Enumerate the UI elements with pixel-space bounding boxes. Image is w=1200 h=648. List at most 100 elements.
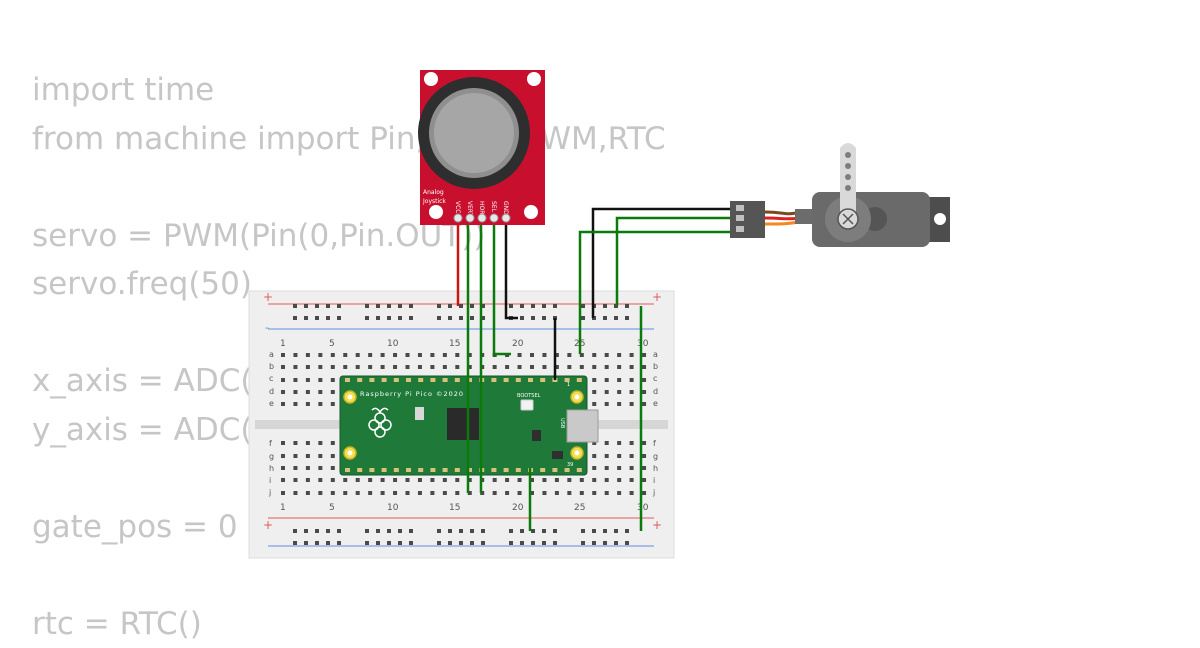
- joystick-pin-vert[interactable]: [466, 214, 474, 222]
- breadboard-hole[interactable]: [356, 365, 360, 369]
- breadboard-hole[interactable]: [331, 441, 335, 445]
- breadboard-hole[interactable]: [306, 454, 310, 458]
- servo-connector[interactable]: [730, 201, 765, 238]
- breadboard-hole[interactable]: [505, 365, 509, 369]
- breadboard-hole[interactable]: [318, 466, 322, 470]
- breadboard-hole[interactable]: [406, 353, 410, 357]
- breadboard-hole[interactable]: [376, 529, 380, 533]
- pico-pin[interactable]: [369, 378, 374, 382]
- breadboard-hole[interactable]: [592, 378, 596, 382]
- breadboard-hole[interactable]: [318, 491, 322, 495]
- breadboard-hole[interactable]: [625, 529, 629, 533]
- pico-pin[interactable]: [516, 468, 521, 472]
- breadboard-hole[interactable]: [315, 304, 319, 308]
- breadboard-hole[interactable]: [368, 491, 372, 495]
- breadboard-hole[interactable]: [293, 478, 297, 482]
- pico-pin[interactable]: [504, 378, 509, 382]
- breadboard-hole[interactable]: [605, 466, 609, 470]
- pico-pin[interactable]: [552, 468, 557, 472]
- breadboard-hole[interactable]: [605, 441, 609, 445]
- breadboard-hole[interactable]: [437, 529, 441, 533]
- pico-pin[interactable]: [528, 378, 533, 382]
- breadboard-hole[interactable]: [630, 454, 634, 458]
- breadboard-hole[interactable]: [406, 491, 410, 495]
- breadboard-hole[interactable]: [520, 541, 524, 545]
- breadboard-hole[interactable]: [617, 353, 621, 357]
- breadboard-hole[interactable]: [398, 304, 402, 308]
- breadboard-hole[interactable]: [315, 529, 319, 533]
- breadboard-hole[interactable]: [542, 365, 546, 369]
- breadboard-hole[interactable]: [642, 365, 646, 369]
- breadboard-hole[interactable]: [580, 478, 584, 482]
- breadboard-hole[interactable]: [343, 491, 347, 495]
- breadboard-hole[interactable]: [331, 454, 335, 458]
- breadboard-hole[interactable]: [326, 541, 330, 545]
- breadboard-hole[interactable]: [418, 353, 422, 357]
- breadboard-hole[interactable]: [365, 541, 369, 545]
- breadboard-hole[interactable]: [642, 478, 646, 482]
- breadboard-hole[interactable]: [605, 378, 609, 382]
- breadboard-hole[interactable]: [356, 491, 360, 495]
- breadboard-hole[interactable]: [306, 402, 310, 406]
- breadboard-hole[interactable]: [281, 378, 285, 382]
- breadboard-hole[interactable]: [315, 541, 319, 545]
- breadboard-hole[interactable]: [393, 365, 397, 369]
- breadboard-hole[interactable]: [293, 454, 297, 458]
- breadboard-hole[interactable]: [567, 353, 571, 357]
- breadboard-hole[interactable]: [555, 478, 559, 482]
- joystick-knob[interactable]: [434, 93, 514, 173]
- breadboard-hole[interactable]: [293, 365, 297, 369]
- breadboard-hole[interactable]: [306, 365, 310, 369]
- breadboard-hole[interactable]: [293, 402, 297, 406]
- breadboard-hole[interactable]: [293, 466, 297, 470]
- breadboard-hole[interactable]: [509, 529, 513, 533]
- breadboard-hole[interactable]: [603, 304, 607, 308]
- breadboard-hole[interactable]: [617, 402, 621, 406]
- breadboard-hole[interactable]: [343, 353, 347, 357]
- breadboard-hole[interactable]: [455, 365, 459, 369]
- pico-pin[interactable]: [565, 468, 570, 472]
- breadboard-hole[interactable]: [281, 466, 285, 470]
- breadboard-hole[interactable]: [393, 478, 397, 482]
- breadboard-hole[interactable]: [387, 304, 391, 308]
- breadboard-hole[interactable]: [518, 478, 522, 482]
- pico-pin[interactable]: [430, 468, 435, 472]
- pico-pin[interactable]: [369, 468, 374, 472]
- breadboard-hole[interactable]: [365, 304, 369, 308]
- pico-pin[interactable]: [418, 378, 423, 382]
- breadboard-hole[interactable]: [281, 365, 285, 369]
- breadboard-hole[interactable]: [592, 541, 596, 545]
- breadboard-hole[interactable]: [326, 304, 330, 308]
- pico-pin[interactable]: [504, 468, 509, 472]
- breadboard-hole[interactable]: [567, 491, 571, 495]
- breadboard-hole[interactable]: [281, 454, 285, 458]
- breadboard-hole[interactable]: [381, 478, 385, 482]
- breadboard-hole[interactable]: [387, 316, 391, 320]
- pico-pin[interactable]: [455, 378, 460, 382]
- joystick-pin-horz[interactable]: [478, 214, 486, 222]
- breadboard-hole[interactable]: [470, 304, 474, 308]
- breadboard-hole[interactable]: [603, 529, 607, 533]
- breadboard-hole[interactable]: [605, 454, 609, 458]
- breadboard-hole[interactable]: [617, 365, 621, 369]
- breadboard-hole[interactable]: [443, 491, 447, 495]
- breadboard-hole[interactable]: [505, 491, 509, 495]
- breadboard-hole[interactable]: [530, 365, 534, 369]
- breadboard-hole[interactable]: [318, 390, 322, 394]
- breadboard-hole[interactable]: [393, 353, 397, 357]
- breadboard-hole[interactable]: [293, 304, 297, 308]
- breadboard-hole[interactable]: [531, 541, 535, 545]
- breadboard-hole[interactable]: [481, 541, 485, 545]
- pico-pin[interactable]: [357, 378, 362, 382]
- breadboard-hole[interactable]: [306, 390, 310, 394]
- breadboard-hole[interactable]: [603, 541, 607, 545]
- breadboard-hole[interactable]: [318, 478, 322, 482]
- breadboard-hole[interactable]: [581, 316, 585, 320]
- breadboard-hole[interactable]: [520, 529, 524, 533]
- breadboard-hole[interactable]: [343, 365, 347, 369]
- breadboard-hole[interactable]: [625, 304, 629, 308]
- breadboard-hole[interactable]: [605, 491, 609, 495]
- breadboard-hole[interactable]: [331, 491, 335, 495]
- breadboard-hole[interactable]: [393, 491, 397, 495]
- breadboard-hole[interactable]: [581, 541, 585, 545]
